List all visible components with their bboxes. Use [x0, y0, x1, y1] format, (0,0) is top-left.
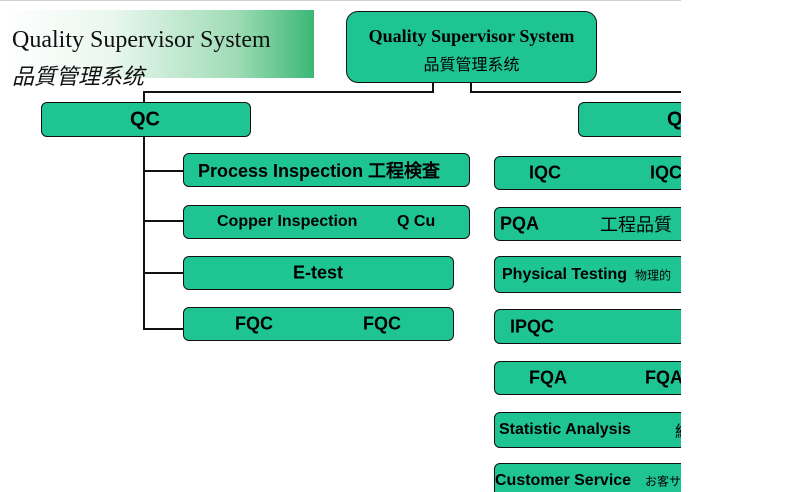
- pqa-label: PQA: [500, 213, 540, 234]
- qa-child-ipqc: IPQC: [494, 309, 681, 344]
- qa-child-customer-service: Customer Service お客サ: [494, 463, 681, 492]
- physical-testing-label-zh: 物理的: [635, 268, 672, 282]
- pqa-label-zh: 工程品質: [600, 215, 672, 235]
- fqa-label: FQA: [529, 367, 567, 388]
- connector-qc-child-3: [143, 272, 184, 274]
- banner-title-zh: 品質管理系统: [12, 64, 145, 89]
- qa-child-fqa: FQA FQA: [494, 361, 681, 395]
- statistic-analysis-label: Statistic Analysis: [499, 421, 631, 438]
- qc-child-copper-inspection: Copper Inspection Q Cu: [183, 205, 470, 239]
- qc-node-label: QC: [130, 108, 160, 130]
- statistic-analysis-label-zh: 統計: [675, 418, 681, 442]
- iqc-label-secondary: IQC: [650, 162, 681, 183]
- fqc-label: FQC: [235, 313, 273, 334]
- connector-horizontal-left: [143, 91, 434, 93]
- e-test-label: E-test: [293, 262, 344, 283]
- connector-qc-down: [143, 91, 145, 103]
- qa-node-label: Q: [667, 108, 681, 130]
- ipqc-label: IPQC: [510, 316, 555, 336]
- qc-child-e-test: E-test: [183, 256, 454, 290]
- connector-horizontal-right: [470, 91, 681, 93]
- banner-title-en: Quality Supervisor System: [12, 27, 271, 53]
- connector-qc-trunk: [143, 136, 145, 330]
- title-banner: Quality Supervisor System 品質管理系统: [2, 10, 314, 89]
- qa-node: Q: [578, 102, 681, 137]
- top-border-line: [0, 0, 681, 1]
- qa-child-pqa: PQA 工程品質: [494, 207, 681, 241]
- qa-child-iqc: IQC IQC: [494, 156, 681, 190]
- root-node-title-zh: 品質管理系统: [423, 57, 520, 74]
- root-node-title-en: Quality Supervisor System: [368, 26, 575, 46]
- customer-service-label: Customer Service: [495, 472, 632, 489]
- customer-service-label-zh: お客サ: [645, 474, 681, 489]
- root-node: Quality Supervisor System 品質管理系统: [346, 11, 597, 83]
- connector-root-left-down: [432, 83, 434, 92]
- slide: Quality Supervisor System 品質管理系统 Quality…: [0, 0, 681, 492]
- connector-qc-child-4: [143, 328, 184, 330]
- process-inspection-label: Process Inspection 工程検査: [198, 161, 441, 181]
- qc-child-process-inspection: Process Inspection 工程検査: [183, 153, 470, 187]
- copper-inspection-code: Q Cu: [397, 213, 436, 230]
- qc-node: QC: [41, 102, 251, 137]
- fqa-label-secondary: FQA: [645, 367, 681, 388]
- connector-qc-child-2: [143, 220, 184, 222]
- iqc-label: IQC: [529, 162, 562, 183]
- qa-child-physical-testing: Physical Testing 物理的: [494, 256, 681, 293]
- qa-child-statistic-analysis: Statistic Analysis 統計: [494, 412, 681, 448]
- copper-inspection-label: Copper Inspection: [217, 213, 358, 230]
- fqc-label-secondary: FQC: [363, 313, 401, 334]
- physical-testing-label: Physical Testing: [502, 265, 628, 283]
- qc-child-fqc: FQC FQC: [183, 307, 454, 341]
- connector-qc-child-1: [143, 170, 184, 172]
- connector-root-right-down: [470, 83, 472, 92]
